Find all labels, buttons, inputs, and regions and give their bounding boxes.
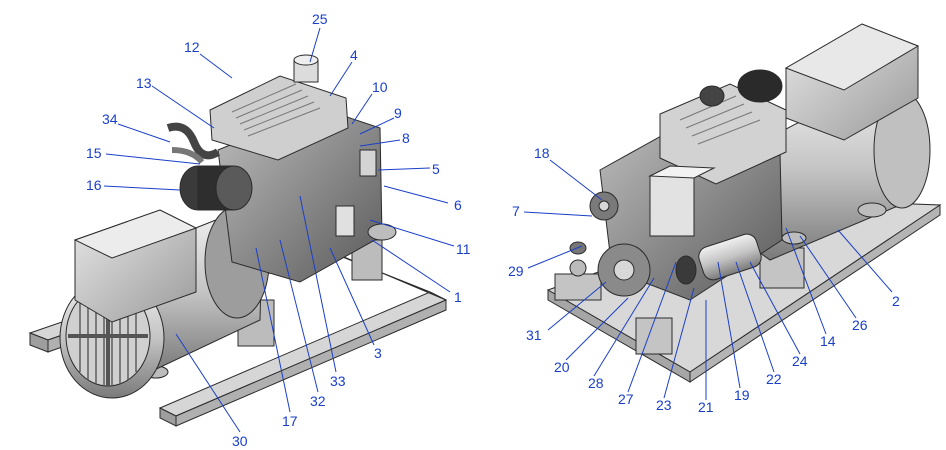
callout-23: 23 [656,397,672,413]
right-engine [569,69,787,301]
callout-10: 10 [372,79,388,95]
callout-4: 4 [350,47,358,63]
callout-13: 13 [136,75,152,91]
callout-22: 22 [766,371,782,387]
callout-33: 33 [330,373,346,389]
leader-lines [103,27,893,433]
callout-5: 5 [432,161,440,177]
callout-32: 32 [310,393,326,409]
callout-28: 28 [588,375,604,391]
callout-25: 25 [312,11,328,27]
callout-16: 16 [86,177,102,193]
callout-18: 18 [534,145,550,161]
callout-9: 9 [394,105,402,121]
callout-15: 15 [86,145,102,161]
right-generator-view [546,23,942,383]
right-callouts: 18 7 29 31 20 28 27 23 21 19 22 24 14 26… [508,145,900,415]
callout-7: 7 [512,203,520,219]
callout-2: 2 [892,293,900,309]
left-engine [166,54,397,283]
left-callouts: 25 12 4 13 10 34 9 8 15 5 16 6 11 1 3 33… [86,11,471,449]
callout-11: 11 [456,241,471,257]
callout-6: 6 [454,197,462,213]
callout-19: 19 [734,387,750,403]
callout-30: 30 [232,433,248,449]
callout-3: 3 [374,345,382,361]
callout-8: 8 [402,130,410,146]
callout-12: 12 [184,39,200,55]
callout-1: 1 [454,289,462,305]
callout-14: 14 [820,333,836,349]
callout-24: 24 [792,353,808,369]
callout-31: 31 [526,327,542,343]
right-alternator [741,23,931,261]
callout-26: 26 [852,317,868,333]
callout-21: 21 [698,399,714,415]
callout-29: 29 [508,263,524,279]
callout-27: 27 [618,391,634,407]
callout-34: 34 [102,111,118,127]
callout-17: 17 [282,413,298,429]
left-generator-view [28,54,448,427]
callout-20: 20 [554,359,570,375]
